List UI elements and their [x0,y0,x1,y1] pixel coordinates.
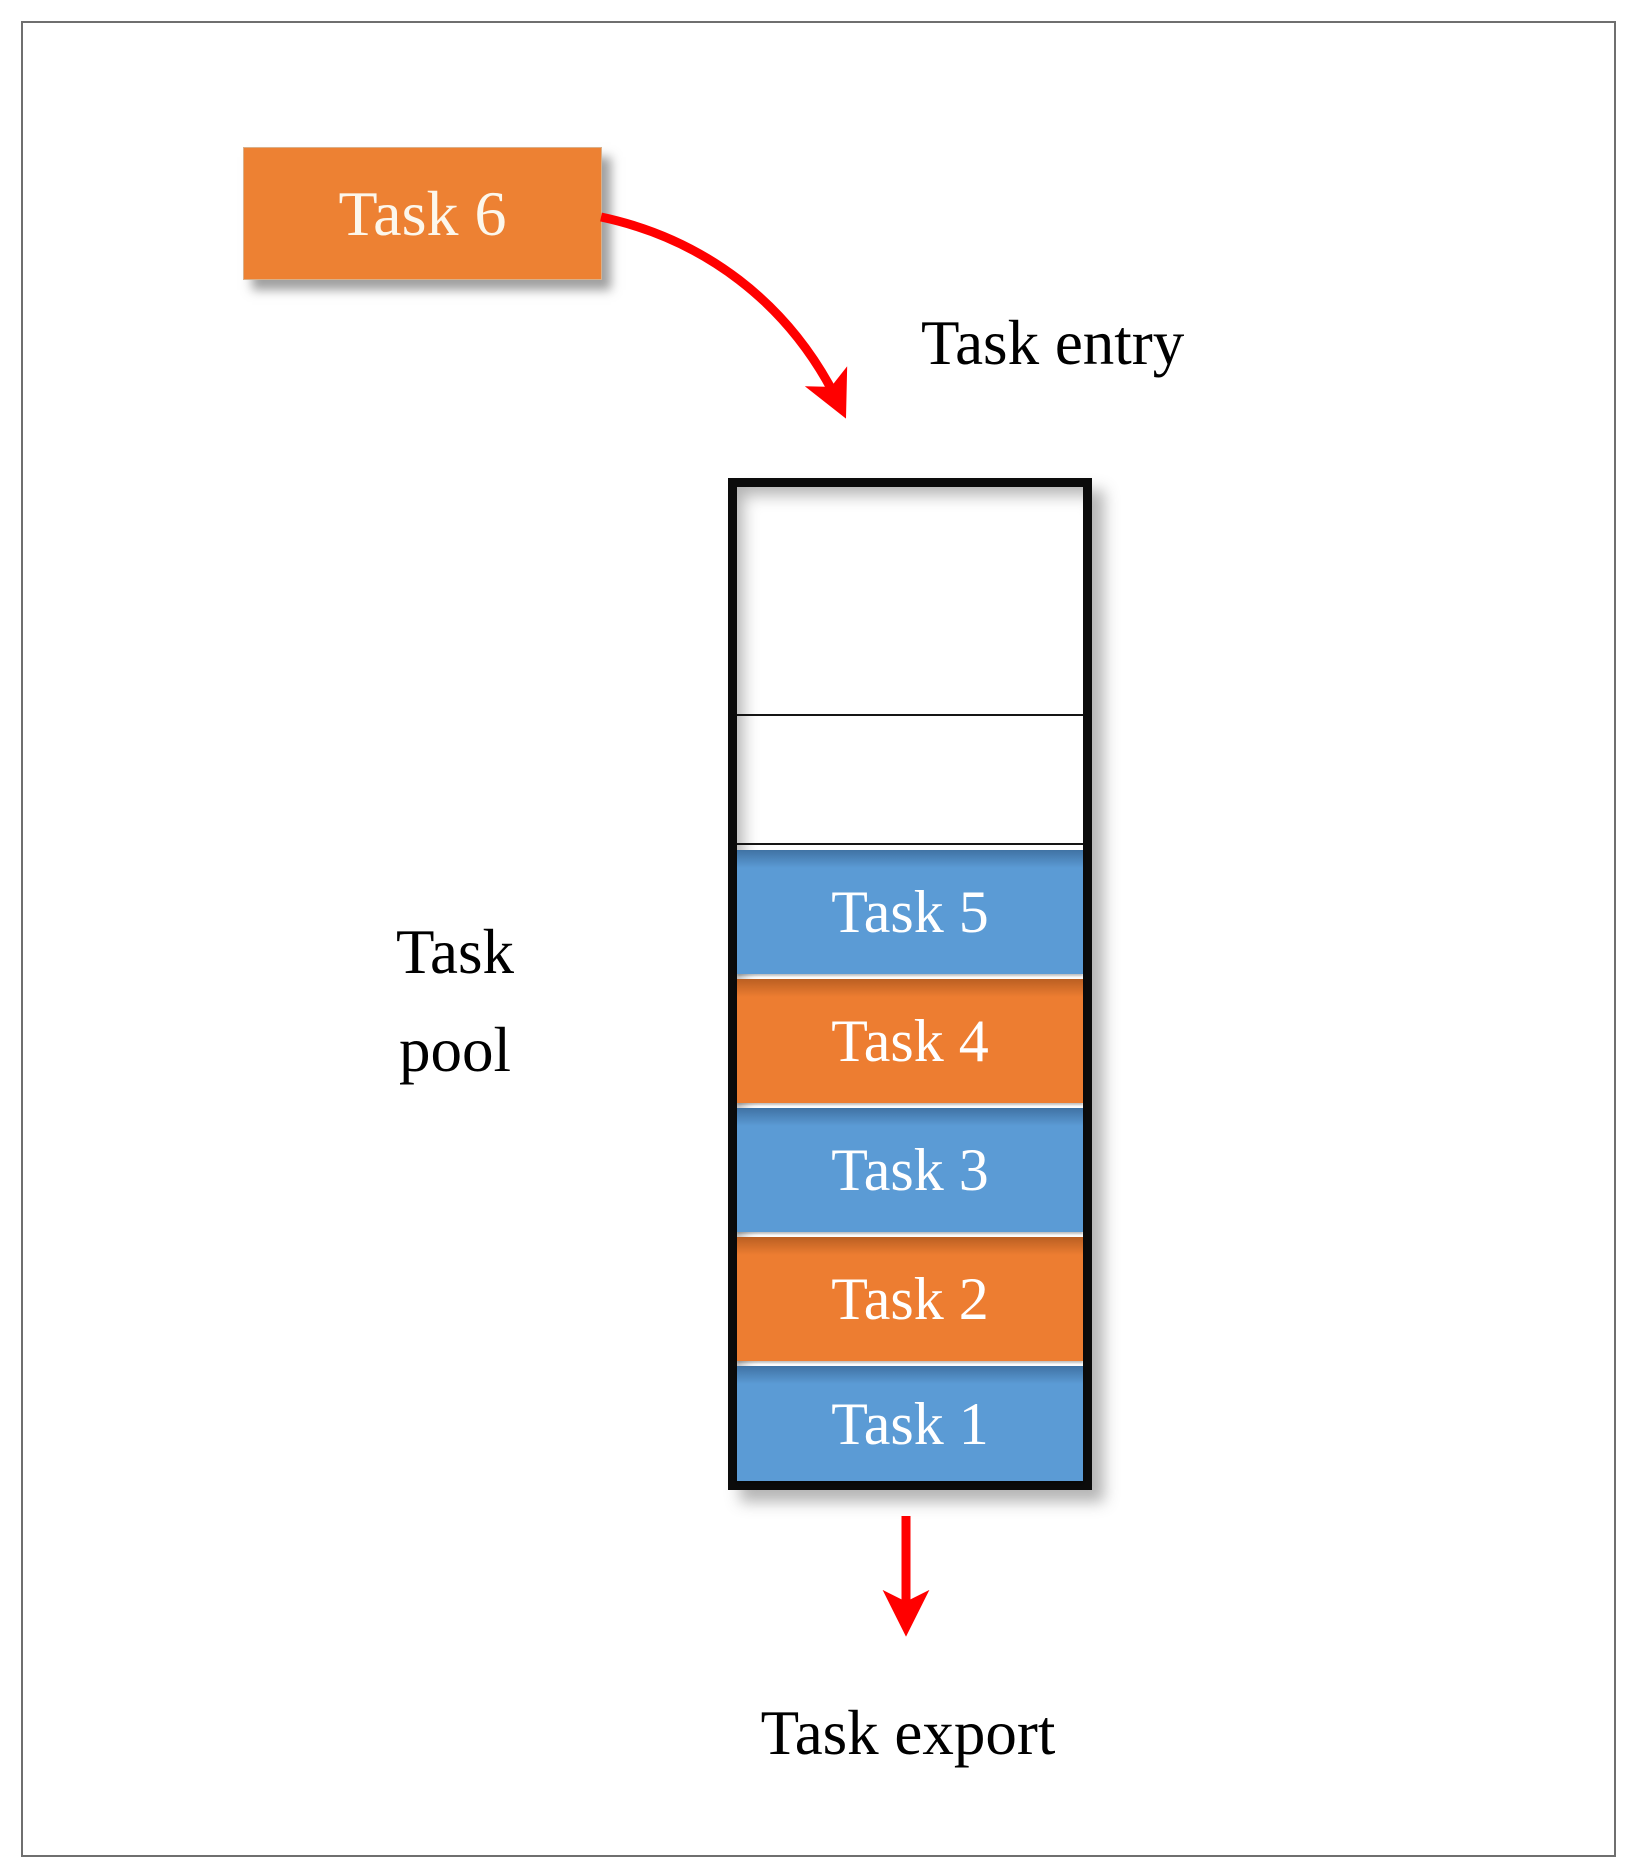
pool-slot-task5: Task 5 [737,850,1083,974]
pool-slot-task4: Task 4 [737,979,1083,1103]
task-pool-label: Task pool [318,903,592,1099]
task6-label: Task 6 [338,177,507,249]
empty-slot-2 [737,716,1083,845]
task-pool-label-line1: Task [395,917,515,987]
task4-label: Task 4 [831,1008,989,1074]
task5-label: Task 5 [831,879,989,945]
task-entry-arrow [600,212,848,419]
task-pool-container: Task 5 Task 4 Task 3 Task 2 Task 1 [728,478,1092,1490]
task1-label: Task 1 [831,1390,989,1457]
task-entry-label: Task entry [921,308,1185,378]
empty-slot-1 [737,487,1083,716]
task6-box: Task 6 [243,147,602,280]
task2-label: Task 2 [831,1266,989,1332]
task3-label: Task 3 [831,1137,989,1203]
pool-slot-task2: Task 2 [737,1237,1083,1361]
pool-slot-task1: Task 1 [737,1366,1083,1481]
task-pool-label-line2: pool [398,1015,511,1085]
task-export-label: Task export [760,1698,1056,1768]
pool-slot-task3: Task 3 [737,1108,1083,1232]
